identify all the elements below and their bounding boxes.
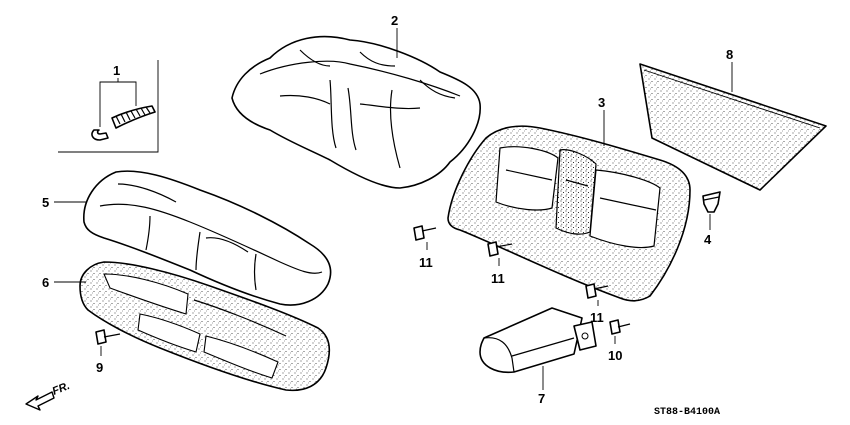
diagram-code: ST88-B4100A <box>654 407 720 418</box>
part-8-rear-panel <box>639 62 827 191</box>
part-7-armrest <box>479 307 597 390</box>
callout-11-left: 11 <box>419 255 433 270</box>
callout-1: 1 <box>113 63 120 78</box>
callout-4: 4 <box>704 232 712 247</box>
part-2-seat-back-cover <box>231 28 481 189</box>
part-6-seat-cushion-pad <box>54 261 331 392</box>
kit-frame <box>58 60 159 153</box>
part-1-clip-kit <box>58 60 159 153</box>
callout-10: 10 <box>608 348 622 363</box>
callout-5: 5 <box>42 195 49 210</box>
part-5-seat-cushion-cover <box>54 170 332 306</box>
part-10-bolt <box>609 319 631 344</box>
part-9-bolt <box>95 329 121 356</box>
part-3-seat-back-pad <box>447 110 691 302</box>
callout-7: 7 <box>538 391 545 406</box>
part-4-clip <box>702 191 721 230</box>
callout-2: 2 <box>391 13 398 28</box>
part-11-bolt-right <box>585 283 609 306</box>
front-direction-arrow-icon <box>25 391 55 411</box>
callout-9: 9 <box>96 360 103 375</box>
part-11-bolt-center <box>487 241 513 266</box>
retainer-clip <box>91 129 109 141</box>
callout-6: 6 <box>42 275 49 290</box>
callout-8: 8 <box>726 47 733 62</box>
callout-11-right: 11 <box>590 310 604 325</box>
part-11-bolt-left <box>413 225 437 250</box>
front-direction-label: FR. <box>51 380 72 398</box>
callout-3: 3 <box>598 95 605 110</box>
spring-clip <box>111 105 156 129</box>
callout-11-center: 11 <box>491 271 505 286</box>
